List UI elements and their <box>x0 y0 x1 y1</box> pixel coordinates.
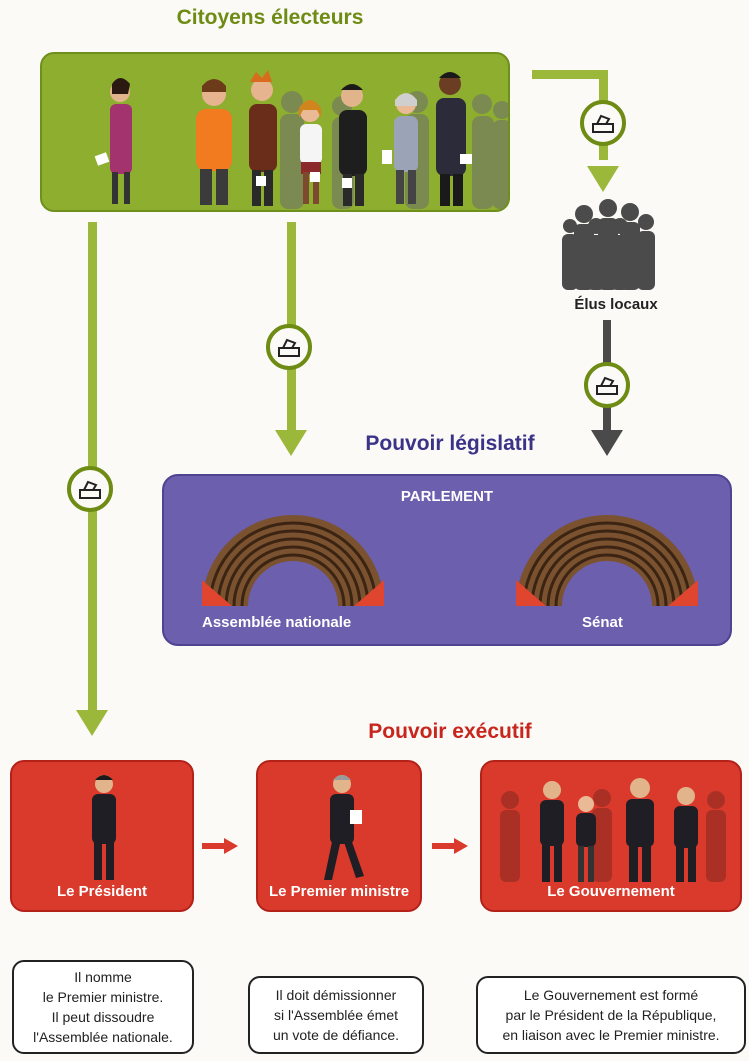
note-line: le Premier ministre. <box>42 989 164 1005</box>
local-officials-label: Élus locaux <box>574 296 658 313</box>
note-line: si l'Assemblée émet <box>273 1007 399 1023</box>
arrow-pm-to-government <box>432 838 468 854</box>
heading-citizens: Citoyens électeurs <box>176 6 364 29</box>
parliament-title: PARLEMENT <box>400 488 494 505</box>
assembly-label: Assemblée nationale <box>202 614 352 631</box>
note-line: un vote de défiance. <box>272 1027 400 1043</box>
ballot-icon <box>266 324 312 370</box>
heading-legislative: Pouvoir législatif <box>365 432 535 455</box>
assembly-hemicycle-icon <box>202 515 384 607</box>
arrow-to-local <box>587 166 619 192</box>
prime-minister-label: Le Premier ministre <box>268 883 410 900</box>
senate-hemicycle-icon <box>516 515 698 607</box>
citizens-panel <box>40 52 510 212</box>
prime-minister-note: Il doit démissionner si l'Assemblée émet… <box>248 976 424 1054</box>
ballot-icon <box>580 100 626 146</box>
ballot-icon <box>67 466 113 512</box>
prime-minister-figure <box>324 775 364 880</box>
government-note: Le Gouvernement est formé par le Préside… <box>476 976 746 1054</box>
president-panel: Le Président <box>10 760 194 912</box>
government-panel: Le Gouvernement <box>480 760 742 912</box>
citizens-illustration <box>94 70 508 209</box>
flow-line-to-local-h <box>532 70 608 79</box>
note-line: Il doit démissionner <box>275 987 397 1003</box>
arrow-to-assembly <box>275 430 307 456</box>
president-note: Il nomme le Premier ministre. Il peut di… <box>12 960 194 1054</box>
note-line: en liaison avec le Premier ministre. <box>502 1027 720 1043</box>
government-label: Le Gouvernement <box>547 883 675 900</box>
president-figure <box>92 775 116 880</box>
note-line: par le Président de la République, <box>505 1007 717 1023</box>
local-officials-illustration <box>562 199 655 290</box>
prime-minister-panel: Le Premier ministre <box>256 760 422 912</box>
arrow-to-president <box>76 710 108 736</box>
government-figures <box>500 778 726 882</box>
note-line: Il nomme <box>74 969 132 985</box>
heading-executive: Pouvoir exécutif <box>368 720 532 743</box>
ballot-icon <box>584 362 630 408</box>
note-line: Le Gouvernement est formé <box>523 987 699 1003</box>
parliament-panel: PARLEMENT Assemblée nationale Sénat <box>162 474 732 646</box>
note-line: Il peut dissoudre <box>51 1009 155 1025</box>
note-line: l'Assemblée nationale. <box>33 1029 173 1045</box>
arrow-president-to-pm <box>202 838 238 854</box>
arrow-to-senate <box>591 430 623 456</box>
senate-label: Sénat <box>582 614 623 631</box>
president-label: Le Président <box>56 883 148 900</box>
